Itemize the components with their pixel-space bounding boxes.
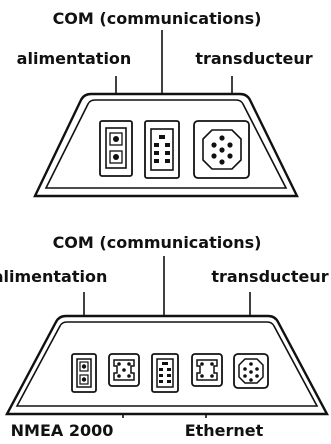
bottom-ethernet-label: Ethernet (185, 421, 264, 440)
diagram-bottom: COM (communications) alimentation transd… (0, 233, 329, 440)
diagram-top: COM (communications) alimentation transd… (17, 9, 313, 198)
top-transducer-connector (193, 120, 250, 179)
top-power-label: alimentation (17, 49, 132, 68)
bottom-power-connector (71, 353, 97, 393)
bottom-com-label: COM (communications) (53, 233, 262, 252)
top-power-connector (99, 120, 133, 177)
bottom-transducer-label: transducteur (211, 267, 328, 286)
bottom-ethernet-connector (191, 353, 223, 387)
top-transducer-label: transducteur (195, 49, 312, 68)
bottom-nmea-connector (108, 353, 140, 387)
bottom-transducer-connector (233, 353, 269, 389)
bottom-com-connector (151, 353, 179, 393)
bottom-nmea-label: NMEA 2000 (11, 421, 114, 440)
bottom-power-label: alimentation (0, 267, 107, 286)
top-com-label: COM (communications) (53, 9, 262, 28)
top-com-connector (144, 120, 180, 179)
